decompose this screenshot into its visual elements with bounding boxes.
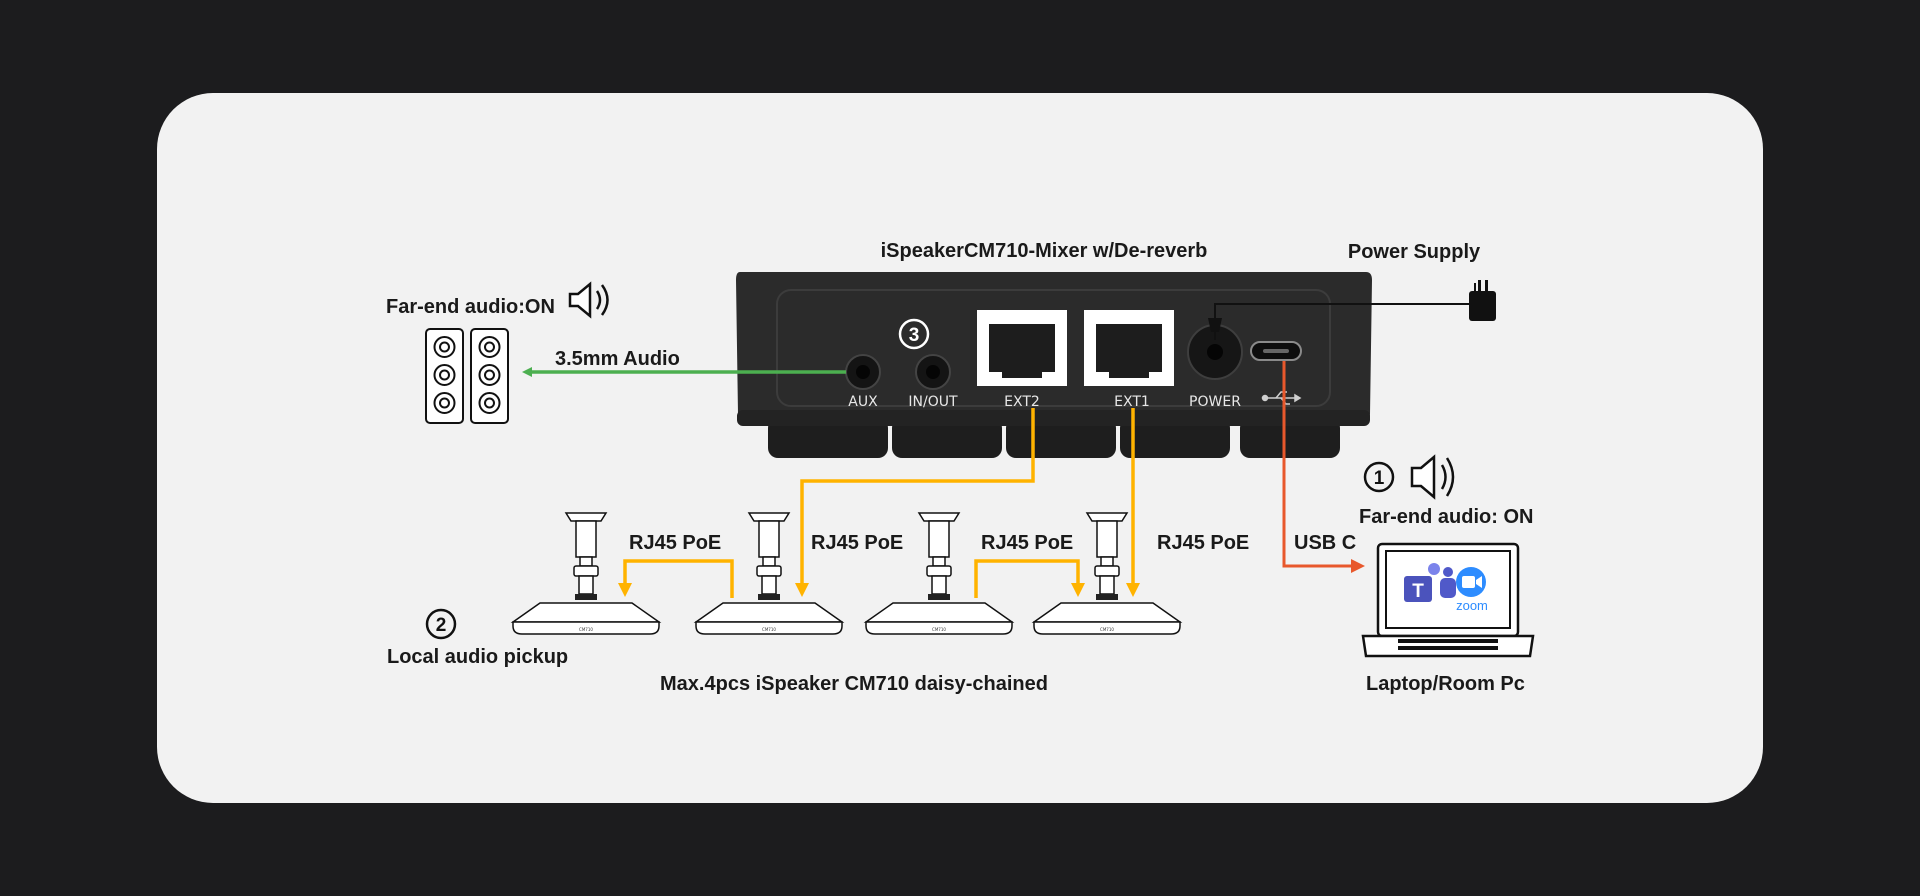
usb-c-label: USB C <box>1294 532 1356 554</box>
poe-line-chain-b <box>974 559 1085 598</box>
teams-letter: T <box>1412 581 1424 602</box>
rj45-poe-label-2: RJ45 PoE <box>811 532 903 554</box>
ceiling-speaker-4: CM710 <box>1031 512 1183 635</box>
step-3-number: 3 <box>909 325 920 346</box>
rj45-poe-label-3: RJ45 PoE <box>981 532 1073 554</box>
step-1-badge: 1 <box>1363 461 1395 493</box>
usb-c-port[interactable] <box>1250 341 1302 361</box>
ceiling-speakers: CM710 CM710 CM710 CM710 <box>510 512 1183 635</box>
local-pickup-label: Local audio pickup <box>387 646 568 668</box>
speaker-brand-mark: CM710 <box>579 627 593 632</box>
poe-line-chain-a <box>618 559 734 598</box>
zoom-text: zoom <box>1456 598 1488 613</box>
power-supply-label: Power Supply <box>1348 241 1481 263</box>
speaker-brand-mark: CM710 <box>762 627 776 632</box>
teams-icon: T <box>1404 563 1456 602</box>
usb-cable-line <box>1282 361 1365 573</box>
speaker-brand-mark: CM710 <box>932 627 946 632</box>
port-label-inout: IN/OUT <box>908 394 958 410</box>
step-1-number: 1 <box>1374 468 1385 489</box>
ext1-port[interactable] <box>1084 310 1174 386</box>
speaker-brand-mark: CM710 <box>1100 627 1114 632</box>
inout-jack[interactable] <box>915 354 951 390</box>
rj45-poe-label-4: RJ45 PoE <box>1157 532 1249 554</box>
laptop: T zoom <box>1361 542 1535 658</box>
rj45-poe-label-1: RJ45 PoE <box>629 532 721 554</box>
volume-icon-left <box>568 281 609 319</box>
mixer-title: iSpeakerCM710-Mixer w/De-reverb <box>881 240 1208 262</box>
mixer-device: AUX IN/OUT 3 EXT2 EXT1 <box>736 272 1372 458</box>
poe-line-ext2 <box>795 408 1035 597</box>
volume-icon-right <box>1410 454 1455 500</box>
ext2-port[interactable] <box>977 310 1067 386</box>
power-plug <box>1208 318 1222 332</box>
ceiling-speaker-3: CM710 <box>863 512 1015 635</box>
audio-35mm-label: 3.5mm Audio <box>555 348 680 370</box>
daisy-chain-label: Max.4pcs iSpeaker CM710 daisy-chained <box>660 673 1048 695</box>
port-label-power: POWER <box>1189 394 1241 410</box>
power-supply-adapter <box>1469 280 1496 321</box>
aux-jack[interactable] <box>845 354 881 390</box>
laptop-label: Laptop/Room Pc <box>1366 673 1525 695</box>
step-2-badge: 2 <box>425 608 457 640</box>
external-speakers <box>425 328 509 424</box>
far-end-audio-left-label: Far-end audio:ON <box>386 296 555 318</box>
ceiling-speaker-1: CM710 <box>510 512 662 635</box>
port-label-aux: AUX <box>848 394 878 410</box>
port-label-ext2: EXT2 <box>1004 394 1040 410</box>
port-label-ext1: EXT1 <box>1114 394 1150 410</box>
zoom-icon: zoom <box>1456 567 1488 613</box>
step-3-badge: 3 <box>898 318 930 350</box>
step-2-number: 2 <box>436 615 447 636</box>
far-end-audio-right-label: Far-end audio: ON <box>1359 506 1533 528</box>
ceiling-speaker-2: CM710 <box>693 512 845 635</box>
